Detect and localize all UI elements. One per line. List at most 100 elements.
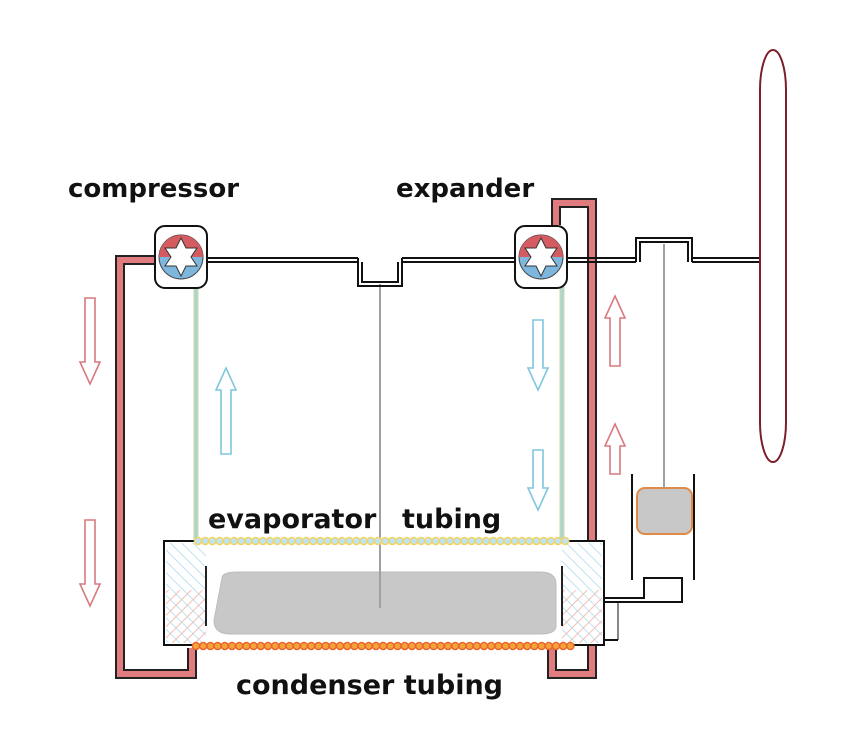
evaporator-bead <box>380 536 390 546</box>
condenser-bead <box>378 641 388 651</box>
evaporator-bead <box>402 536 412 546</box>
evaporator-bead <box>553 536 563 546</box>
condenser-bead <box>206 641 215 651</box>
evaporator-bead <box>308 536 318 546</box>
condenser-bead <box>429 641 438 651</box>
compressor-rotor-icon <box>154 225 208 289</box>
flow-arrow-icon <box>603 294 627 367</box>
condenser-bead <box>400 641 410 651</box>
evaporator-bead <box>510 536 520 546</box>
condenser-bead <box>508 641 518 651</box>
drive-shaft <box>180 237 760 287</box>
evaporator-bead <box>193 536 203 546</box>
evaporator-bead <box>215 536 224 546</box>
condenser-bead <box>486 641 496 651</box>
condenser-bead <box>472 641 482 651</box>
condenser-bead <box>479 641 489 651</box>
condenser-bead <box>414 641 424 651</box>
expander-rotor-icon <box>514 225 568 289</box>
evaporator-bead <box>244 536 253 546</box>
condenser-bead <box>328 641 338 651</box>
evaporator-tubing-label: tubing <box>402 504 502 535</box>
condenser-bead <box>364 641 374 651</box>
condenser-bead <box>515 641 525 651</box>
condenser-bead <box>566 641 575 651</box>
condenser-bead <box>335 641 345 651</box>
evaporator-bead <box>395 536 404 546</box>
condenser-tubing-label: condenser tubing <box>236 670 503 701</box>
evaporator-bead <box>388 536 397 546</box>
condenser-bead <box>558 641 568 651</box>
flow-arrow-icon <box>214 366 238 455</box>
evaporator-bead <box>316 536 325 546</box>
condenser-bead <box>249 641 258 651</box>
condenser-bead <box>213 641 222 651</box>
evaporator-bead <box>359 536 368 546</box>
evaporator-bead <box>272 536 282 546</box>
evaporator-bead <box>467 536 476 546</box>
evaporator-bead <box>236 536 246 546</box>
evaporator-bead <box>265 536 275 546</box>
evaporator-bead <box>287 536 296 546</box>
hot-pipe-right <box>547 198 597 679</box>
evaporator-bead <box>539 536 548 546</box>
condenser-bead <box>350 641 359 651</box>
evaporator-bead <box>280 536 289 546</box>
condenser-bead <box>234 641 244 651</box>
condenser-bead <box>530 641 539 651</box>
evaporator-bead <box>438 536 448 546</box>
condenser-bead <box>537 641 546 651</box>
evaporator-bead <box>424 536 433 546</box>
evaporator-bead <box>229 536 239 546</box>
evaporator-bead <box>352 536 361 546</box>
power-cylinder <box>604 474 695 641</box>
evaporator-bead <box>337 536 347 546</box>
flow-arrow-icon <box>78 297 102 386</box>
condenser-bead <box>270 641 280 651</box>
condenser-bead <box>278 641 287 651</box>
condenser-bead <box>321 641 330 651</box>
condenser-bead <box>342 641 352 651</box>
evaporator-bead <box>481 536 491 546</box>
evaporator-bead <box>524 536 534 546</box>
flow-arrows <box>78 294 627 608</box>
condenser-bead <box>407 641 417 651</box>
evaporator-bead <box>323 536 332 546</box>
evaporator-label: evaporator <box>208 504 377 535</box>
condenser-bead <box>501 641 510 651</box>
condenser-bead <box>450 641 460 651</box>
expander-label: expander <box>396 174 535 204</box>
flow-arrow-icon <box>526 319 550 392</box>
condenser-tubing <box>191 641 575 651</box>
condenser-bead <box>393 641 402 651</box>
evaporator-bead <box>409 536 419 546</box>
evaporator-bead <box>474 536 484 546</box>
condenser-bead <box>371 641 381 651</box>
flow-arrow-icon <box>78 519 102 608</box>
condenser-bead <box>443 641 453 651</box>
flow-arrow-icon <box>526 449 550 512</box>
condenser-bead <box>314 641 323 651</box>
evaporator-bead <box>330 536 340 546</box>
flywheel-icon <box>759 49 787 463</box>
condenser-bead <box>494 641 503 651</box>
hot-pipe-left <box>115 255 197 679</box>
condenser-bead <box>436 641 446 651</box>
power-piston <box>636 487 693 535</box>
condenser-bead <box>551 641 561 651</box>
condenser-bead <box>299 641 309 651</box>
condenser-bead <box>263 641 273 651</box>
condenser-bead <box>306 641 316 651</box>
condenser-bead <box>544 641 554 651</box>
evaporator-bead <box>560 536 570 546</box>
evaporator-bead <box>431 536 440 546</box>
evaporator-bead <box>503 536 512 546</box>
evaporator-tubing <box>193 536 570 546</box>
condenser-bead <box>522 641 532 651</box>
condenser-bead <box>242 641 251 651</box>
evaporator-bead <box>294 536 304 546</box>
condenser-bead <box>227 641 237 651</box>
evaporator-bead <box>546 536 556 546</box>
